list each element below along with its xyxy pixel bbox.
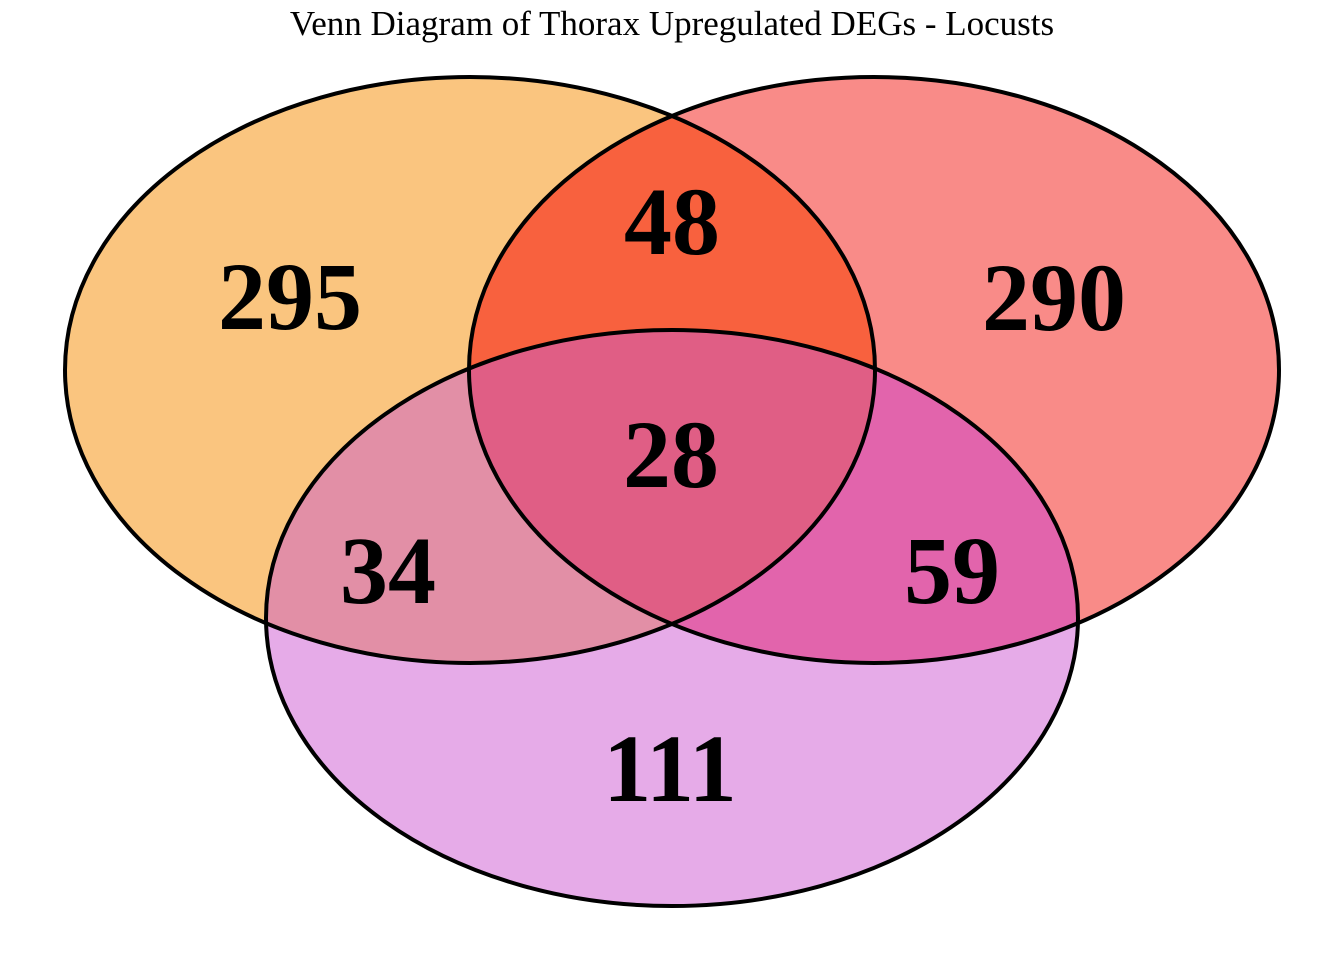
count-left-only: 295 [218,243,362,350]
count-left-right-overlap: 48 [624,168,720,275]
count-left-bottom-overlap: 34 [340,517,436,624]
venn-set-bottom-outline [264,328,1080,908]
venn-overlap-center [469,330,875,663]
count-bottom-only: 111 [603,715,737,822]
chart-title: Venn Diagram of Thorax Upregulated DEGs … [289,4,1055,43]
count-right-only: 290 [982,244,1126,351]
count-center-overlap: 28 [623,401,719,508]
count-right-bottom-overlap: 59 [904,517,1000,624]
